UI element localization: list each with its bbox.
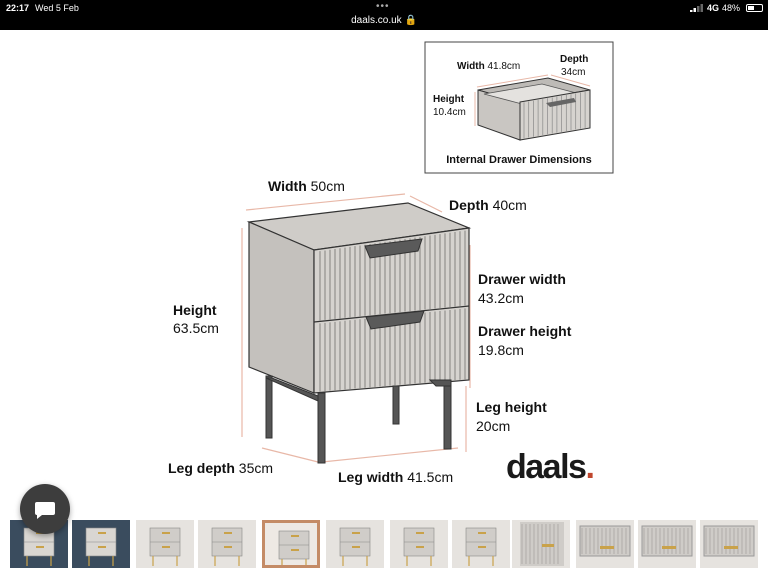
signal-bars-icon [690,4,703,12]
width-label: Width 50cm [268,178,345,194]
thumbnail-9[interactable] [512,520,570,568]
drawer-width-value: 43.2cm [478,290,524,306]
leg-width-label: Leg width 41.5cm [338,469,454,485]
height-value: 63.5cm [173,320,219,336]
thumbnail-2[interactable] [72,520,130,568]
status-time: 22:17 [6,3,30,13]
inset-height-label: Height [433,94,465,105]
brand-logo: daals. [506,448,595,486]
thumbnail-8[interactable] [452,520,510,568]
multitask-dots-icon[interactable]: ••• [376,1,390,12]
leg-height-value: 20cm [476,418,511,434]
inset-height-value: 10.4cm [433,107,466,118]
thumbnail-4[interactable] [198,520,256,568]
network-type: 4G [707,3,720,13]
address-bar-url[interactable]: daals.co.uk 🔒 [351,15,417,26]
depth-label: Depth 40cm [449,197,527,213]
drawer-width-label: Drawer width [478,271,566,287]
thumbnail-6[interactable] [326,520,384,568]
drawer-height-label: Drawer height [478,323,572,339]
inset-width-label: Width 41.8cm [457,61,521,72]
thumbnail-5[interactable] [262,520,320,568]
thumbnail-10[interactable] [576,520,634,568]
thumbnail-11[interactable] [638,520,696,568]
leg-depth-label: Leg depth 35cm [168,460,274,476]
thumbnail-strip [0,518,768,576]
thumbnail-7[interactable] [390,520,448,568]
status-date: Wed 5 Feb [35,3,79,13]
drawer-height-value: 19.8cm [478,342,524,358]
inset-depth-label: Depth [560,54,589,65]
battery-level [748,6,754,10]
chat-bubble-icon [35,502,55,519]
thumbnail-12[interactable] [700,520,758,568]
height-label: Height [173,302,217,318]
leg-height-label: Leg height [476,399,547,415]
inset-title: Internal Drawer Dimensions [446,154,592,166]
battery-icon [746,4,763,12]
thumbnail-3[interactable] [136,520,194,568]
inset-depth-value: 34cm [561,67,586,78]
chat-button[interactable] [20,484,70,534]
battery-percent: 48% [722,3,741,13]
status-bar: 22:17 Wed 5 Feb ••• daals.co.uk 🔒 4G 48% [0,0,768,30]
